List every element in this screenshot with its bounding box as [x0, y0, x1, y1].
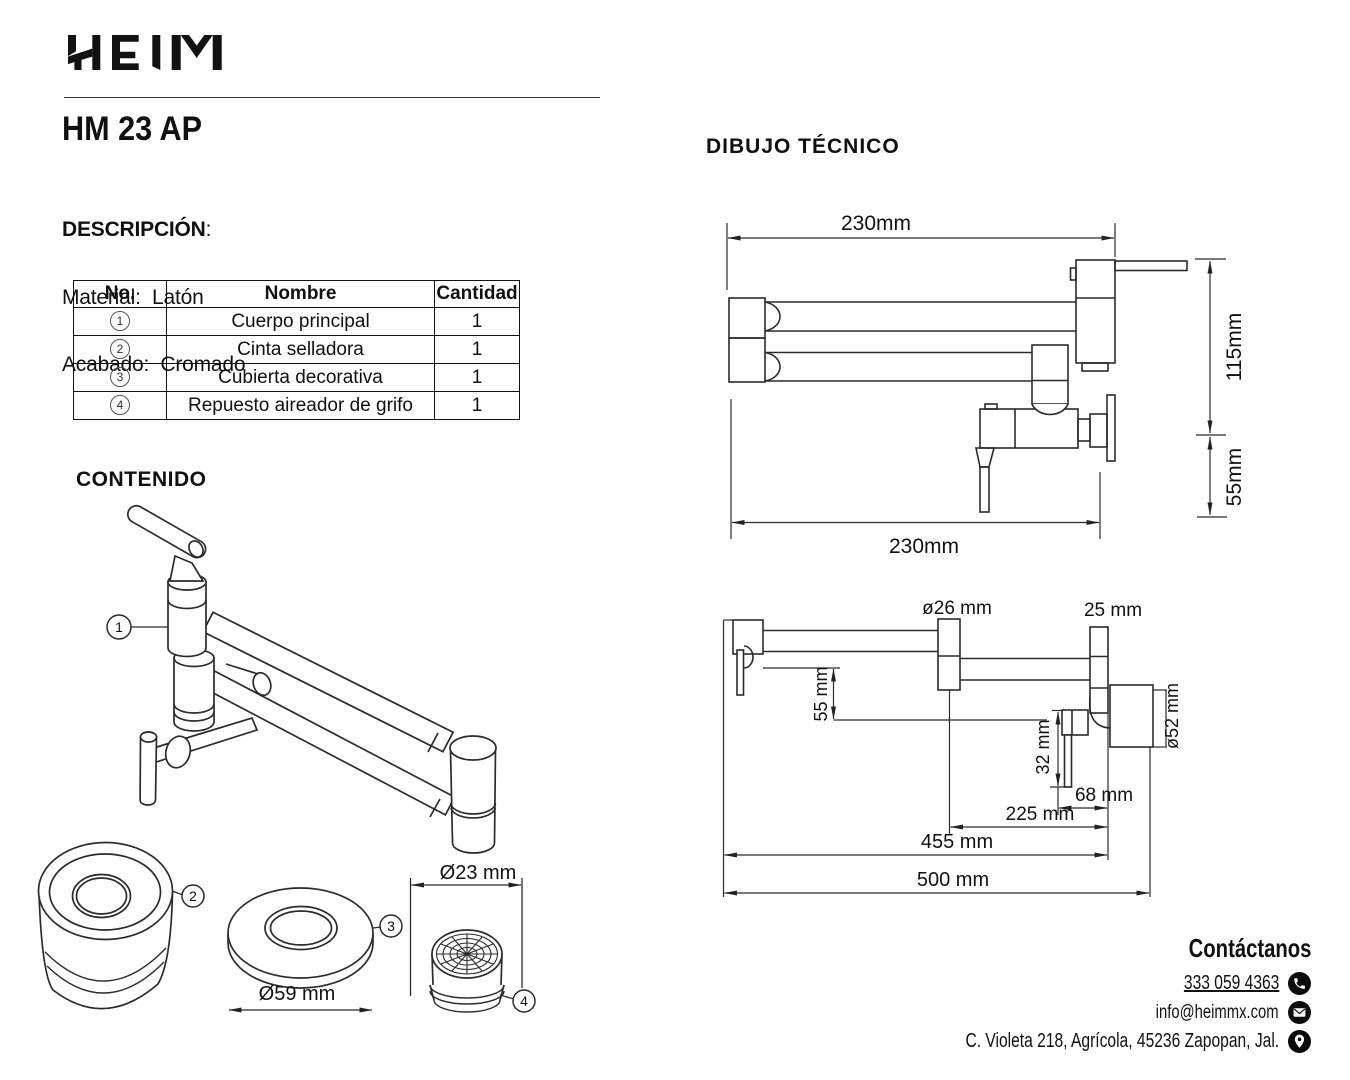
dim-500 — [723, 747, 1151, 897]
callout-2 — [171, 884, 205, 908]
dim-label-25: 25 mm — [1084, 600, 1142, 621]
table-row: 3 Cubierta decorativa 1 — [73, 363, 520, 392]
dimension-aerator — [409, 878, 523, 996]
location-icon — [1288, 1030, 1311, 1053]
row-name: Cinta selladora — [166, 335, 435, 364]
table-row: 1 Cuerpo principal 1 — [73, 307, 520, 336]
parts-table: No. Nombre Cantidad 1 Cuerpo principal 1… — [73, 280, 520, 420]
row-no: 3 — [73, 363, 167, 392]
phone-link[interactable]: 333 059 4363 — [1183, 972, 1279, 994]
tape-roll-drawing — [37, 841, 174, 1010]
dim-label-500: 500 mm — [917, 869, 989, 891]
callout-3-number: 3 — [387, 918, 395, 934]
col-header-qty: Cantidad — [434, 280, 520, 308]
faucet-isometric — [126, 504, 497, 854]
contact-title: Contáctanos — [1188, 933, 1311, 963]
callout-2-number: 2 — [189, 888, 197, 904]
dim-55-offset — [763, 667, 1047, 721]
row-name: Repuesto aireador de grifo — [166, 391, 435, 420]
email-icon — [1288, 1001, 1311, 1024]
circled-number: 2 — [110, 339, 130, 360]
dim-32 — [1050, 709, 1072, 788]
table-row: 4 Repuesto aireador de grifo 1 — [73, 391, 520, 420]
product-code: HM 23 AP — [62, 110, 203, 148]
aerator-drawing — [429, 929, 505, 1013]
row-no: 2 — [73, 335, 167, 364]
dim-230-bottom — [730, 399, 1101, 539]
dim-230-top — [726, 223, 1116, 290]
phone-icon — [1288, 972, 1311, 995]
dim-label-55: 55mm — [1223, 448, 1246, 506]
dim-label-59: Ø59 mm — [259, 983, 336, 1005]
dim-68 — [1057, 713, 1109, 860]
dim-225 — [948, 690, 1108, 834]
dim-52 — [1153, 689, 1167, 748]
callout-3 — [372, 914, 403, 938]
dim-label-230-top: 230mm — [841, 212, 911, 235]
contact-phone-row: 333 059 4363 — [877, 972, 1311, 995]
dim-label-26: ø26 mm — [922, 598, 992, 619]
dim-label-225: 225 mm — [1006, 804, 1075, 825]
dim-label-23: Ø23 mm — [440, 862, 517, 884]
callout-4-number: 4 — [520, 993, 528, 1009]
dim-label-68: 68 mm — [1075, 785, 1133, 806]
row-no: 1 — [73, 307, 167, 336]
dim-label-55-offset: 55 mm — [811, 666, 831, 721]
table-row: 2 Cinta selladora 1 — [73, 335, 520, 364]
contact-email-row: info@heimmx.com — [877, 1001, 1311, 1024]
heim-logo-letters — [68, 35, 222, 70]
col-header-no: No. — [73, 280, 167, 308]
dim-115 — [1195, 258, 1226, 436]
row-name: Cuerpo principal — [166, 307, 435, 336]
circled-number: 1 — [110, 311, 130, 332]
dibujo-tecnico-title: DIBUJO TÉCNICO — [706, 135, 900, 158]
circled-number: 3 — [110, 367, 130, 388]
row-qty: 1 — [434, 335, 520, 364]
row-qty: 1 — [434, 307, 520, 336]
dim-55 — [1197, 436, 1227, 518]
row-qty: 1 — [434, 363, 520, 392]
top-view-faucet — [722, 618, 1154, 897]
escutcheon-drawing — [227, 887, 374, 989]
logo-divider — [64, 97, 600, 98]
contact-address-row: C. Violeta 218, Agrícola, 45236 Zapopan,… — [877, 1030, 1311, 1053]
parts-table-header-row: No. Nombre Cantidad — [73, 280, 520, 308]
dim-label-230-bottom: 230mm — [889, 535, 959, 558]
contenido-drawing: 1 2 3 4 Ø59 mm Ø23 mm — [37, 504, 536, 1013]
technical-side-view: 230mm 115mm 55mm 230mm — [726, 212, 1246, 558]
col-header-name: Nombre — [166, 280, 435, 308]
dim-label-455: 455 mm — [921, 831, 993, 853]
row-name: Cubierta decorativa — [166, 363, 435, 392]
row-no: 4 — [73, 391, 167, 420]
description-label: DESCRIPCIÓN: — [62, 218, 212, 241]
circled-number: 4 — [110, 395, 130, 416]
dim-label-115: 115mm — [1223, 313, 1246, 381]
callout-4 — [499, 989, 536, 1013]
contenido-title: CONTENIDO — [76, 468, 207, 491]
callout-1-number: 1 — [115, 619, 123, 635]
dim-label-32: 32 mm — [1033, 719, 1053, 774]
technical-top-view: ø26 mm 25 mm 55 mm 32 mm ø52 mm 68 mm 22… — [722, 598, 1182, 897]
heim-logo — [68, 35, 222, 70]
dim-label-52: ø52 mm — [1162, 683, 1182, 749]
email-link[interactable]: info@heimmx.com — [1156, 1001, 1279, 1023]
address-text: C. Violeta 218, Agrícola, 45236 Zapopan,… — [965, 1030, 1279, 1052]
side-view-faucet — [728, 259, 1188, 513]
contact-block: Contáctanos 333 059 4363 info@heimmx.com… — [877, 933, 1311, 1059]
row-qty: 1 — [434, 391, 520, 420]
callout-1 — [106, 614, 168, 640]
